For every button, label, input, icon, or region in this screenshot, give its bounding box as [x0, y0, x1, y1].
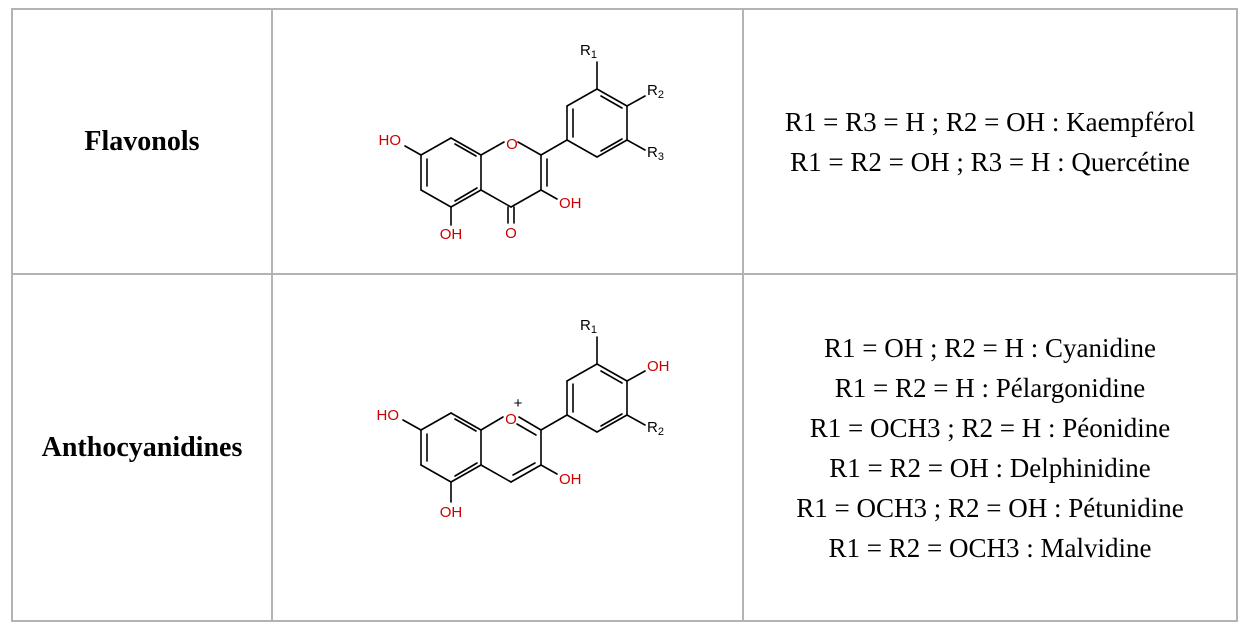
flavonoid-table: Flavonols	[11, 8, 1238, 622]
description-line: R1 = R2 = H : Pélargonidine	[834, 372, 1146, 403]
r1-label: R1	[580, 317, 597, 336]
oh-3-label: OH	[559, 471, 582, 488]
structure-cell-anthocyanidines: O + HO OH OH R1 OH R2	[271, 273, 744, 622]
oh-4prime-label: OH	[647, 358, 670, 375]
oh-5-label: OH	[440, 504, 463, 521]
description-cell-flavonols: R1 = R3 = H ; R2 = OH : Kaempférol R1 = …	[742, 8, 1238, 275]
description-line: R1 = R2 = OH : Delphinidine	[829, 452, 1151, 483]
table-row-flavonols: Flavonols	[11, 8, 1238, 275]
description-line: R1 = OCH3 ; R2 = OH : Pétunidine	[796, 492, 1184, 523]
r1-label: R1	[580, 42, 597, 61]
structure-cell-flavonols: O O HO OH OH R1 R2 R3	[271, 8, 744, 275]
description-cell-anthocyanidines: R1 = OH ; R2 = H : Cyanidine R1 = R2 = H…	[742, 273, 1238, 622]
class-name-flavonols: Flavonols	[11, 8, 273, 275]
carbonyl-oxygen-label: O	[505, 225, 517, 242]
table-row-anthocyanidines: Anthocyanidines	[11, 273, 1238, 622]
description-line: R1 = R2 = OCH3 : Malvidine	[828, 532, 1152, 563]
description-line: R1 = R2 = OH ; R3 = H : Quercétine	[790, 146, 1190, 177]
ho-7-label: HO	[377, 407, 400, 424]
oh-3-label: OH	[559, 195, 582, 212]
r3-label: R3	[647, 144, 664, 163]
description-line: R1 = R3 = H ; R2 = OH : Kaempférol	[784, 106, 1196, 137]
description-line: R1 = OCH3 ; R2 = H : Péonidine	[809, 412, 1171, 443]
oh-5-label: OH	[440, 226, 463, 243]
ho-7-label: HO	[379, 132, 402, 149]
ring-oxygen-label: O	[505, 411, 517, 428]
anthocyanidin-structure: O + HO OH OH R1 OH R2	[377, 317, 670, 521]
r2-label: R2	[647, 82, 664, 101]
class-name-anthocyanidines: Anthocyanidines	[11, 273, 273, 622]
flavonol-structure: O O HO OH OH R1 R2 R3	[379, 42, 664, 243]
positive-charge-label: +	[514, 395, 523, 412]
ring-oxygen-label: O	[506, 136, 518, 153]
description-line: R1 = OH ; R2 = H : Cyanidine	[824, 332, 1156, 363]
r2-label: R2	[647, 419, 664, 438]
